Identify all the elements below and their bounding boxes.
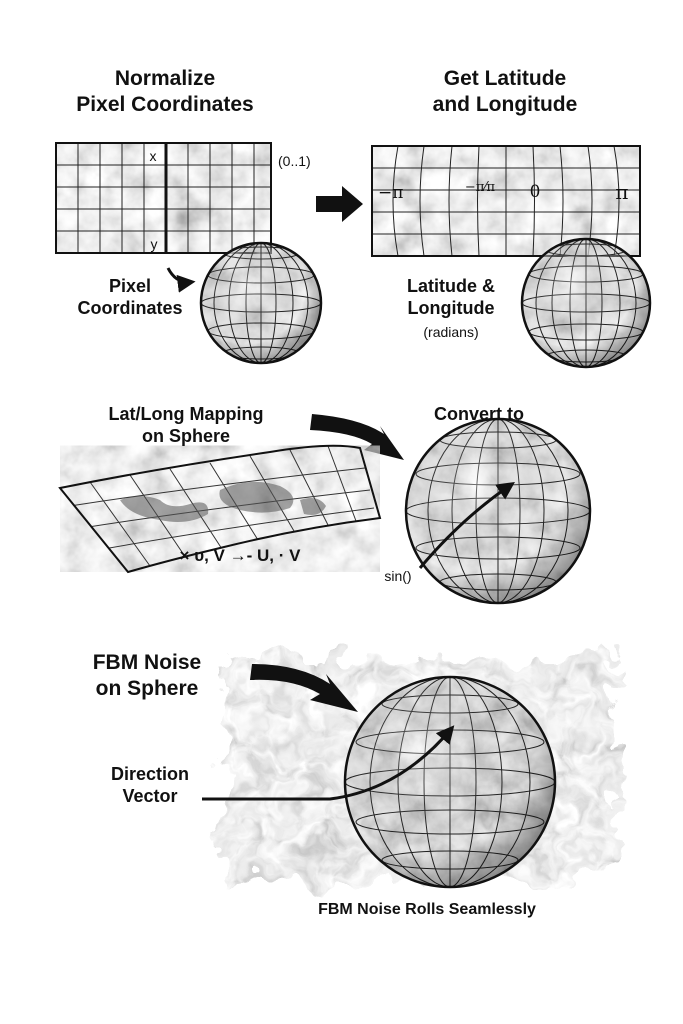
range-label: (0..1): [278, 153, 328, 170]
right-arrow: [316, 186, 363, 222]
sin-label: sin(): [378, 568, 418, 585]
grid-y-label: y: [147, 236, 161, 253]
tick-zero: 0: [526, 182, 544, 203]
pixel-coordinates-label: Pixel Coordinates: [62, 276, 198, 320]
grid-x-label: x: [146, 148, 160, 165]
convert-label: Convert to: [414, 404, 544, 426]
direction-vector-label: Direction Vector: [88, 764, 212, 808]
tick-pi: π: [610, 180, 634, 204]
title-fbm-noise: FBM Noise on Sphere: [72, 650, 222, 701]
title-lat-long-mapping: Lat/Long Mapping on Sphere: [74, 404, 298, 448]
latlong-label: Latitude & Longitude: [386, 276, 516, 320]
sphere-pixel: [201, 243, 321, 363]
title-normalize: Normalize Pixel Coordinates: [70, 66, 260, 117]
tick-neg-half: −π⁄π: [462, 180, 498, 196]
radians-label: (radians): [396, 324, 506, 341]
sphere-convert: [406, 419, 590, 603]
title-latlong: Get Latitude and Longitude: [400, 66, 610, 117]
tick-neg-pi: −π: [378, 183, 410, 204]
caption-seamless: FBM Noise Rolls Seamlessly: [232, 900, 622, 920]
sphere-fbm: [345, 677, 555, 887]
pixel-grid: [56, 143, 271, 253]
sphere-latlong: [522, 239, 650, 367]
uv-label: × υ, V →- U, · V: [150, 546, 330, 567]
